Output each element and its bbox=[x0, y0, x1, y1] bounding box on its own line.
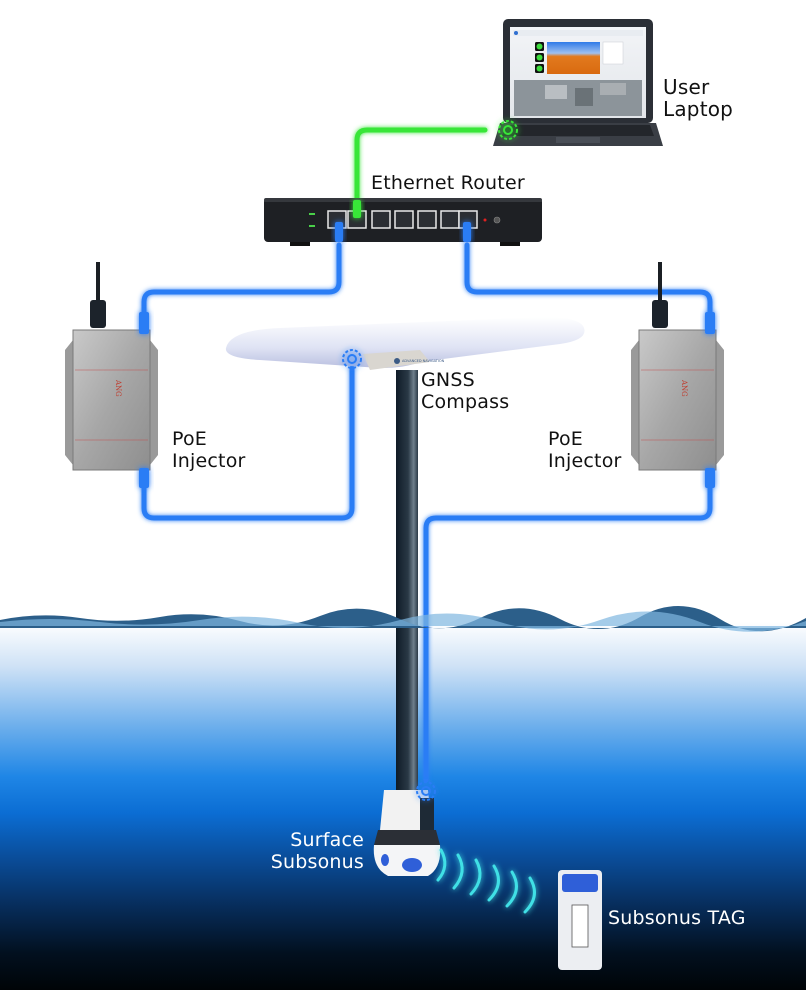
water-surface bbox=[0, 605, 806, 632]
user-laptop bbox=[493, 19, 663, 146]
subsonus-ring bbox=[374, 830, 440, 845]
cable-poe-right-to-subsonus bbox=[423, 467, 713, 783]
blue-rj45-plug-right bbox=[463, 222, 471, 242]
green-rj45-plug bbox=[353, 200, 361, 218]
status-light-1 bbox=[536, 43, 543, 50]
router-port-5[interactable] bbox=[417, 210, 437, 229]
acoustic-wave bbox=[469, 858, 482, 896]
power-plug-right bbox=[652, 300, 668, 328]
acoustic-wave bbox=[523, 876, 536, 914]
map-block bbox=[600, 83, 626, 95]
subsonus-transducer-window bbox=[381, 854, 389, 866]
label-subsonus-tag: Subsonus TAG bbox=[608, 907, 746, 929]
subsonus-cable-gland bbox=[420, 798, 434, 832]
cable-router-to-poe-right bbox=[464, 242, 713, 333]
poe-left-flange-right bbox=[150, 340, 158, 465]
label-gnss-compass: GNSS Compass bbox=[421, 369, 510, 413]
laptop-keyboard bbox=[502, 125, 654, 136]
poe-injector-right: ANG bbox=[631, 312, 724, 488]
tag-label bbox=[571, 904, 589, 948]
cable-router-to-poe-left bbox=[141, 242, 342, 333]
gnss-brand: ADVANCED NAVIGATION bbox=[402, 359, 445, 363]
power-plug-left bbox=[90, 300, 106, 328]
acoustic-signal-waves bbox=[436, 848, 536, 914]
map-block bbox=[575, 88, 593, 106]
router-port-4[interactable] bbox=[394, 210, 414, 229]
heading-display bbox=[547, 42, 600, 74]
poe-right-plug-top bbox=[705, 312, 715, 334]
subsonus-tag bbox=[558, 870, 602, 970]
gnss-compass: ADVANCED NAVIGATION bbox=[225, 317, 585, 370]
brand-logo-icon bbox=[514, 31, 518, 35]
cable-laptop-to-router bbox=[354, 127, 488, 201]
label-ethernet-router: Ethernet Router bbox=[371, 172, 525, 194]
data-table bbox=[602, 41, 624, 65]
power-cords bbox=[90, 262, 668, 328]
ethernet-router bbox=[264, 198, 542, 246]
router-ports bbox=[327, 210, 478, 229]
router-foot-left bbox=[290, 242, 310, 246]
acoustic-wave bbox=[436, 848, 447, 882]
subsonus-connector-glow-icon bbox=[416, 781, 436, 801]
mounting-pole bbox=[396, 370, 418, 790]
router-top-edge bbox=[264, 198, 542, 202]
status-light-3 bbox=[536, 65, 543, 72]
poe-right-plug-bottom bbox=[705, 468, 715, 488]
poe-left-plug-top bbox=[139, 312, 149, 334]
label-poe-injector-left: PoE Injector bbox=[172, 428, 246, 472]
status-light-2 bbox=[536, 54, 543, 61]
acoustic-wave bbox=[505, 870, 518, 908]
poe-left-brand: ANG bbox=[114, 379, 122, 397]
poe-left-plug-bottom bbox=[139, 468, 149, 488]
router-led-2 bbox=[309, 225, 315, 227]
label-user-laptop: User Laptop bbox=[663, 75, 734, 121]
laptop-trackpad bbox=[556, 137, 600, 143]
blue-rj45-plug-left bbox=[335, 222, 343, 242]
router-status-led bbox=[483, 218, 487, 222]
router-led-1 bbox=[309, 213, 315, 215]
map-block bbox=[545, 85, 567, 99]
gnss-connector-glow-icon bbox=[342, 349, 362, 369]
router-port-3[interactable] bbox=[371, 210, 391, 229]
surface-subsonus bbox=[373, 781, 441, 876]
router-foot-right bbox=[500, 242, 520, 246]
ethernet-cables bbox=[141, 242, 713, 783]
poe-right-flange-right bbox=[716, 340, 724, 465]
poe-right-body bbox=[638, 329, 717, 471]
poe-injector-left: ANG bbox=[65, 312, 158, 488]
acoustic-wave bbox=[452, 853, 464, 890]
ethernet-cable-laptop bbox=[354, 127, 488, 201]
cable-poe-left-to-gnss bbox=[141, 365, 355, 521]
gnss-antenna-body bbox=[225, 317, 585, 368]
tag-top-transducer bbox=[562, 874, 598, 892]
poe-right-flange-left bbox=[631, 340, 639, 465]
acoustic-wave bbox=[487, 864, 500, 902]
router-port-6[interactable] bbox=[440, 210, 460, 229]
screen-header-bar bbox=[513, 30, 643, 36]
network-port-glow-icon bbox=[498, 120, 518, 140]
subsonus-upper-housing bbox=[380, 790, 432, 830]
label-surface-subsonus: Surface Subsonus bbox=[270, 829, 364, 873]
subsonus-transducer-window bbox=[402, 858, 422, 872]
advanced-navigation-logo-icon bbox=[394, 358, 400, 364]
poe-left-flange-left bbox=[65, 340, 73, 465]
poe-right-brand: ANG bbox=[680, 379, 688, 397]
label-poe-injector-right: PoE Injector bbox=[548, 428, 622, 472]
poe-left-body bbox=[72, 329, 151, 471]
router-power-button[interactable] bbox=[493, 216, 501, 224]
